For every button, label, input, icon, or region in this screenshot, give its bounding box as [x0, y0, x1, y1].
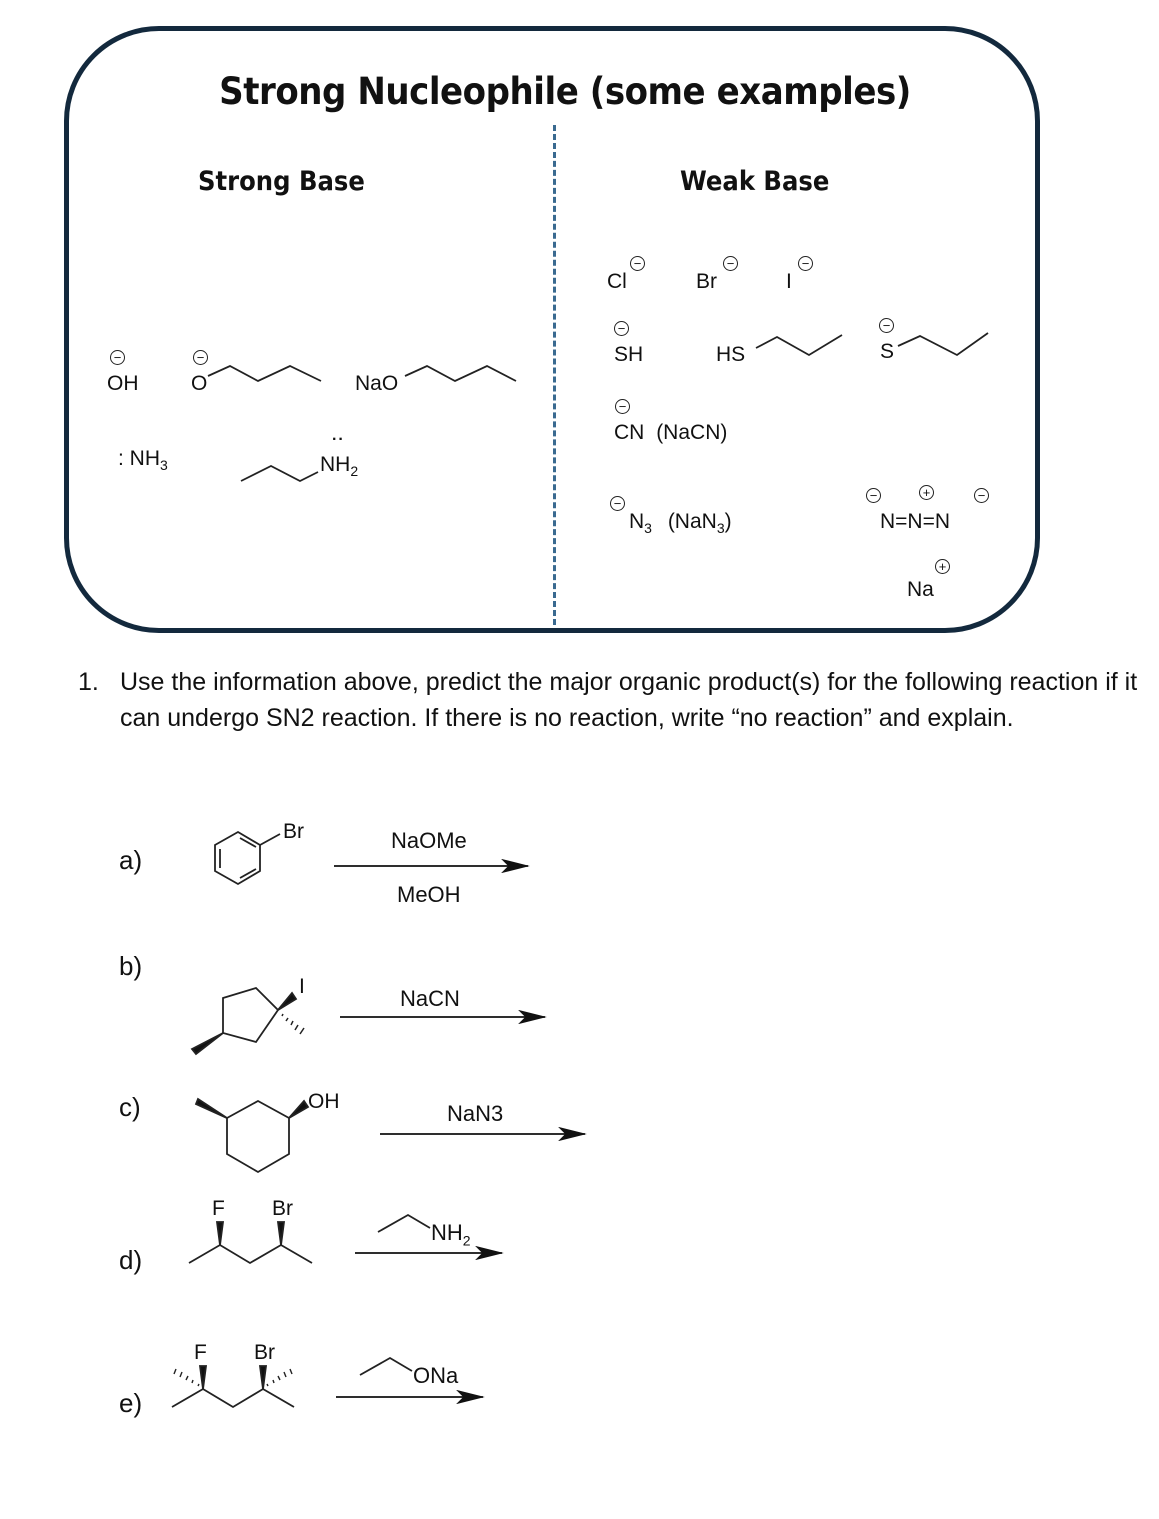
bromine-substituent: Br	[283, 820, 304, 843]
negative-charge-icon: −	[879, 318, 894, 333]
negative-charge-icon: −	[630, 256, 645, 271]
hydroxide: − OH	[107, 350, 139, 395]
fluorine-substituent: F	[212, 1197, 225, 1220]
propanethiol: HS	[716, 343, 746, 366]
weak-base-heading: Weak Base	[680, 166, 830, 197]
iodine-substituent: I	[299, 975, 305, 998]
negative-charge-icon: −	[615, 399, 630, 414]
methylcyclohexanol-structure	[194, 1097, 310, 1174]
reagent-top: NaN3	[447, 1101, 504, 1126]
negative-charge-icon: −	[974, 488, 989, 503]
propanethiolate: − S	[879, 318, 895, 363]
reagent-alkoxide: ONa	[413, 1363, 459, 1388]
reaction-label: d)	[119, 1245, 143, 1275]
reagent-top: NaCN	[400, 986, 460, 1011]
negative-charge-icon: −	[866, 488, 881, 503]
positive-charge-icon: +	[919, 485, 934, 500]
reaction-label: a)	[119, 845, 143, 875]
bromofluoropentane-structure	[188, 1221, 313, 1265]
hydroxyl-substituent: OH	[308, 1090, 340, 1113]
negative-charge-icon: −	[193, 350, 208, 365]
negative-charge-icon: −	[610, 496, 625, 511]
reagent-top: NaOMe	[391, 828, 467, 853]
fluorine-substituent: F	[194, 1341, 207, 1364]
nucleophile-info-box	[64, 26, 1040, 633]
reaction-label: b)	[119, 951, 143, 981]
reagent-amine: NH2	[431, 1220, 471, 1249]
propylamine: ·· NH2	[320, 431, 359, 480]
lone-pair-icon: ··	[332, 431, 345, 448]
question-text: Use the information above, predict the m…	[120, 668, 1138, 732]
ammonia: : NH3	[118, 447, 168, 474]
bromobenzene-structure	[214, 830, 281, 886]
info-box-title: Strong Nucleophile (some examples)	[219, 70, 911, 113]
hydrosulfide: − SH	[614, 321, 644, 366]
sodium-azide-resonance: − + − N=N=N	[866, 485, 989, 534]
chloride: Cl −	[607, 256, 645, 294]
question-number: 1.	[78, 668, 99, 696]
dimethyl-bromofluoropentane-structure	[171, 1365, 295, 1409]
iodide: I −	[786, 256, 813, 294]
strong-base-heading: Strong Base	[198, 166, 365, 197]
azide: − N3 (NaN3)	[610, 496, 732, 536]
negative-charge-icon: −	[614, 321, 629, 336]
negative-charge-icon: −	[110, 350, 125, 365]
reaction-label: c)	[119, 1092, 141, 1122]
dashed-divider	[553, 125, 556, 625]
dimethyl-iodocyclopentane-structure	[190, 986, 305, 1056]
bromine-substituent: Br	[254, 1341, 275, 1364]
sodium-counterion: Na +	[907, 559, 950, 602]
negative-charge-icon: −	[798, 256, 813, 271]
negative-charge-icon: −	[723, 256, 738, 271]
bromide: Br −	[696, 256, 738, 294]
bromine-substituent: Br	[272, 1197, 293, 1220]
positive-charge-icon: +	[935, 559, 950, 574]
cyanide: − CN (NaCN)	[614, 399, 728, 444]
sodium-butoxide: NaO	[355, 372, 399, 395]
butoxide: − O	[191, 350, 208, 395]
reagent-bottom: MeOH	[397, 882, 461, 907]
reaction-label: e)	[119, 1388, 143, 1418]
